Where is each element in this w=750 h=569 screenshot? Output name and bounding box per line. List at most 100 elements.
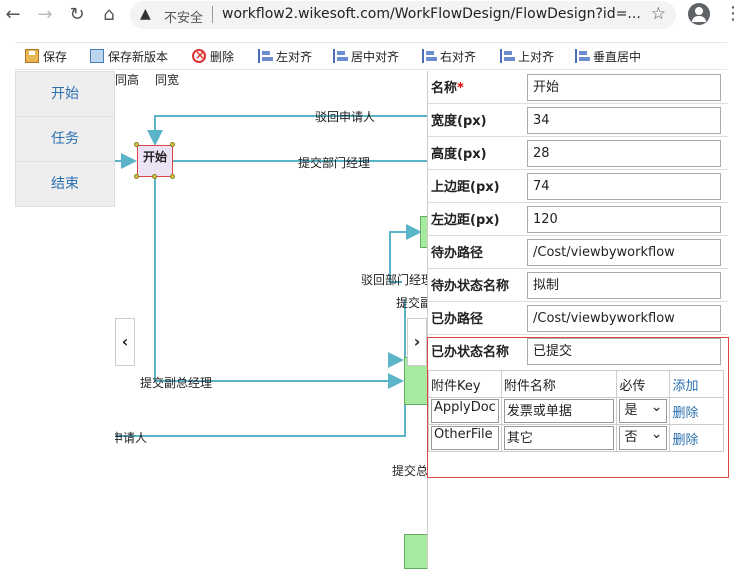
resize-handle[interactable] [134, 142, 139, 147]
line-reject-dept-manager [389, 224, 422, 283]
home-icon[interactable]: ⌂ [103, 4, 115, 25]
start-node-label: 开始 [142, 150, 167, 164]
collapse-right-panel-button[interactable]: › [407, 318, 427, 366]
back-icon[interactable]: ← [5, 4, 21, 25]
delete-attachment-link[interactable]: 删除 [669, 397, 724, 425]
delete-attachment-link[interactable]: 删除 [669, 424, 724, 452]
attachment-row: OtherFile 其它 否 删除 [428, 424, 724, 452]
prop-label: 高度(px) [431, 147, 487, 162]
header-required: 必传 [616, 370, 671, 398]
profile-avatar-icon[interactable] [688, 3, 710, 25]
align-center-button[interactable]: 居中对齐 [333, 48, 399, 66]
line-submit-vice [115, 300, 406, 437]
chevron-left-icon: ‹ [121, 332, 129, 351]
align-center-icon [333, 49, 348, 63]
prop-label: 已办路径 [431, 312, 484, 327]
done-status-input[interactable]: 已提交 [527, 338, 721, 365]
save-button[interactable]: 保存 [25, 48, 67, 66]
top-margin-input[interactable]: 74 [527, 173, 721, 200]
canvas-left-area [15, 207, 115, 569]
prop-label: 左边距(px) [431, 213, 500, 228]
label-submit-dept-manager: 提交部门经理 [298, 156, 371, 170]
delete-button[interactable]: 删除 [192, 46, 234, 66]
add-attachment-link[interactable]: 添加 [669, 370, 724, 398]
attachment-key-input[interactable]: OtherFile [431, 426, 499, 450]
header-name: 附件名称 [500, 370, 618, 398]
bookmark-star-icon[interactable]: ☆ [650, 4, 666, 24]
label-submit-vice-gm: 提交副总经理 [140, 376, 213, 390]
attachment-required-select[interactable]: 是 [619, 399, 668, 423]
todo-path-input[interactable]: /Cost/viewbyworkflow [527, 239, 721, 266]
resize-handle[interactable] [170, 142, 175, 147]
name-input[interactable]: 开始 [527, 74, 721, 101]
attachment-required-select[interactable]: 否 [619, 426, 668, 450]
resize-handle[interactable] [152, 174, 157, 179]
menu-kebab-icon[interactable]: ⋮ [724, 3, 742, 24]
prop-row-todo-status: 待办状态名称 拟制 [428, 269, 728, 302]
resize-handle[interactable] [170, 174, 175, 179]
line-submit-vice-gm [154, 178, 404, 389]
height-input[interactable]: 28 [527, 140, 721, 167]
palette-end[interactable]: 结束 [16, 162, 114, 207]
align-left-icon [258, 49, 273, 63]
delete-icon [192, 46, 206, 64]
prop-label: 待办状态名称 [431, 279, 510, 294]
prop-label: 宽度(px) [431, 114, 487, 129]
prop-row-height: 高度(px) 28 [428, 137, 728, 170]
address-bar[interactable]: ▲ 不安全 workflow2.wikesoft.com/WorkFlowDes… [130, 1, 676, 29]
flow-canvas[interactable]: 同高 同宽 驳回申请人 提交部门经理 驳回部门经理 提交副 提交副总经理 申请人… [115, 70, 427, 569]
prop-row-width: 宽度(px) 34 [428, 104, 728, 137]
align-right-icon [422, 49, 437, 63]
forward-icon[interactable]: → [37, 4, 53, 25]
collapse-left-panel-button[interactable]: ‹ [115, 318, 135, 366]
line-reject-applicant [147, 115, 427, 146]
label-submit-vice: 提交副 [396, 296, 427, 310]
attachment-section [427, 337, 729, 478]
attachment-row: ApplyDoc 发票或单据 是 删除 [428, 397, 724, 425]
label-reject-dept-manager: 驳回部门经理 [361, 273, 427, 287]
done-path-input[interactable]: /Cost/viewbyworkflow [527, 305, 721, 332]
reload-icon[interactable]: ↻ [69, 4, 85, 25]
attachment-name-input[interactable]: 其它 [503, 426, 615, 450]
prop-row-name: 名称* 开始 [428, 71, 728, 104]
address-separator [212, 6, 213, 23]
prop-row-top: 上边距(px) 74 [428, 170, 728, 203]
label-submit-gm: 提交总 [392, 464, 427, 478]
align-right-button[interactable]: 右对齐 [422, 48, 476, 66]
header-key: 附件Key [428, 370, 502, 398]
flow-lines [115, 115, 427, 437]
attachment-name-input[interactable]: 发票或单据 [503, 399, 615, 423]
palette-task[interactable]: 任务 [16, 117, 114, 162]
left-margin-input[interactable]: 120 [527, 206, 721, 233]
label-applicant: 申请人 [115, 431, 148, 445]
task-node-gm[interactable] [404, 534, 427, 569]
label-reject-applicant: 驳回申请人 [315, 110, 376, 124]
attachment-table: 附件Key 附件名称 必传 添加 ApplyDoc 发票或单据 是 删除 Oth… [428, 370, 724, 452]
start-node[interactable]: 开始 [137, 145, 173, 177]
save-new-version-button[interactable]: 保存新版本 [90, 48, 168, 66]
width-input[interactable]: 34 [527, 107, 721, 134]
prop-row-done-path: 已办路径 /Cost/viewbyworkflow [428, 302, 728, 335]
url-text[interactable]: workflow2.wikesoft.com/WorkFlowDesign/Fl… [222, 6, 641, 22]
required-mark: * [457, 81, 464, 96]
align-top-icon [500, 49, 515, 63]
browser-bar: ← → ↻ ⌂ ▲ 不安全 workflow2.wikesoft.com/Wor… [0, 0, 750, 30]
new-version-icon [90, 49, 104, 63]
align-middle-button[interactable]: 垂直居中 [575, 48, 641, 66]
insecure-label: 不安全 [164, 11, 204, 26]
resize-handle[interactable] [134, 174, 139, 179]
align-top-button[interactable]: 上对齐 [500, 48, 554, 66]
designer-toolbar: 保存 保存新版本 删除 左对齐 居中对齐 右对齐 上对齐 垂直居中 [15, 42, 727, 70]
same-height-label[interactable]: 同高 [115, 73, 140, 87]
prop-label: 已办状态名称 [431, 345, 510, 360]
prop-label: 待办路径 [431, 246, 484, 261]
attachment-key-input[interactable]: ApplyDoc [431, 399, 499, 423]
task-node-dept-manager[interactable] [420, 216, 427, 248]
todo-status-input[interactable]: 拟制 [527, 272, 721, 299]
align-left-button[interactable]: 左对齐 [258, 48, 312, 66]
attachment-header-row: 附件Key 附件名称 必传 添加 [428, 370, 724, 398]
property-panel: 名称* 开始 宽度(px) 34 高度(px) 28 上边距(px) 74 左边… [427, 71, 728, 569]
palette-start[interactable]: 开始 [16, 72, 114, 117]
prop-row-done-status: 已办状态名称 已提交 [428, 335, 728, 368]
same-width-label[interactable]: 同宽 [155, 73, 180, 87]
